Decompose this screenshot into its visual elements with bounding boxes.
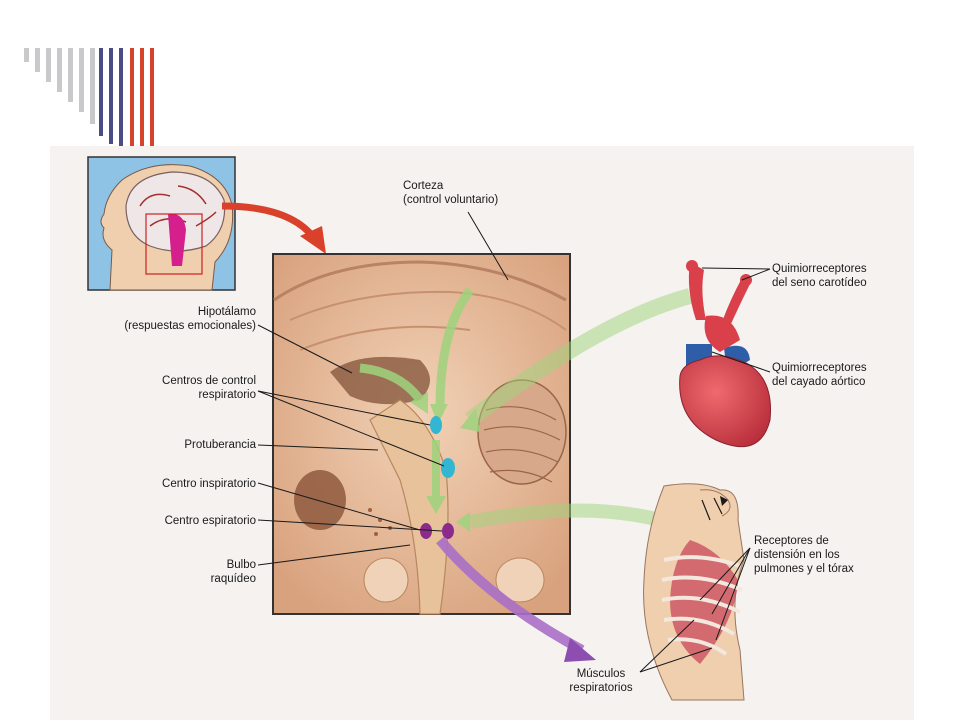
- label-aortic-chemoreceptors: Quimiorreceptores del cayado aórtico: [772, 362, 867, 388]
- label-cortex: Corteza (control voluntario): [403, 180, 499, 206]
- label-hypothalamus: Hipotálamo (respuestas emocionales): [124, 306, 256, 332]
- red-stripes: [130, 48, 154, 146]
- respiratory-centers: [420, 416, 455, 539]
- label-carotid-chemoreceptors: Quimiorreceptores del seno carotídeo: [772, 263, 867, 289]
- inspiratory-center: [420, 523, 432, 539]
- label-respiratory-muscles: Músculos respiratorios: [569, 668, 633, 694]
- green-signal-arrows: [359, 287, 693, 532]
- torso-ribcage-icon: [643, 483, 745, 701]
- leader-lines: [257, 211, 771, 673]
- purple-efferent-arrow: [436, 536, 596, 662]
- label-control-centers: Centros de control respiratorio: [162, 375, 256, 401]
- label-stretch-receptors: Receptores de distensión en los pulmones…: [754, 535, 854, 575]
- label-pons: Protuberancia: [184, 439, 256, 451]
- label-inspiratory-center: Centro inspiratorio: [162, 478, 256, 490]
- zoom-arrow: [221, 202, 326, 254]
- gray-stripes: [24, 48, 95, 124]
- control-center-lower: [441, 458, 455, 478]
- label-medulla: Bulbo raquídeo: [210, 559, 256, 585]
- header-stripes: [24, 48, 154, 146]
- head-profile-brain-icon: [87, 156, 236, 291]
- expiratory-center: [442, 523, 454, 539]
- heart-icon: [679, 260, 772, 448]
- blue-stripes: [99, 48, 123, 146]
- label-expiratory-center: Centro espiratorio: [164, 515, 256, 527]
- control-center-upper: [430, 416, 442, 434]
- brain-section-image: [272, 253, 571, 615]
